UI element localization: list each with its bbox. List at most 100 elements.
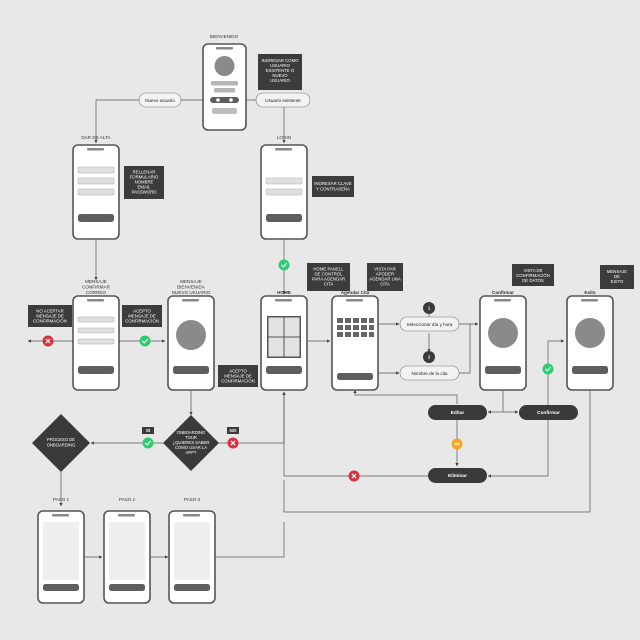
screen-label-paso-1: PASO 1 <box>53 497 70 502</box>
flag-no: NO <box>227 427 239 434</box>
note-ingresar-clave: INGRESAR CLAVE Y CONTRASEÑA <box>312 176 354 197</box>
note-text: NOMBRE <box>135 180 154 185</box>
signup-submit-button[interactable] <box>78 214 114 222</box>
note-text: CITA <box>380 282 390 287</box>
note-text: VISTA PAR <box>374 267 396 272</box>
screen-mensaje-bienvenida: MENSAJE BIENVENIDA NUEVO USUARIO <box>167 279 215 391</box>
note-text: EXITO <box>611 279 624 284</box>
note-text: CITA <box>324 282 334 287</box>
note-rellenar: RELLENAR FORMULARIO NOMBRE EMAIL PASSWOR… <box>124 166 164 199</box>
screen-bienvenido: BIENVENIDO <box>202 34 247 131</box>
confirmar-button[interactable]: Confirmar <box>519 405 578 420</box>
welcome-toggle[interactable] <box>210 97 239 103</box>
note-no-aceptar: NO ACEPTAR MENSAJE DE CONFIRMACIÓN <box>28 305 72 327</box>
step-marker-1: 1 <box>423 302 435 314</box>
screen-label-confirmar: Confirmar <box>492 290 514 295</box>
note-text: CONFIRMACIÓN <box>125 319 159 324</box>
image-placeholder <box>488 318 518 348</box>
note-text: AGENDAR UNA <box>369 277 401 282</box>
pill-label: Nuevo usuario <box>145 98 175 103</box>
reject-icon <box>348 470 360 482</box>
screen-label-line: NUEVO USUARIO <box>172 290 211 295</box>
screen-label-paso-2: PASO 2 <box>119 497 136 502</box>
note-text: DE <box>614 274 620 279</box>
screen-label-login: LOGIN <box>277 135 291 140</box>
note-vista-confirmacion: VISTA DE CONFIRMACIÓN DE DATOS <box>512 264 554 286</box>
note-text: HOME PANELL <box>313 267 344 272</box>
note-text: MENSAJE DE <box>128 314 156 319</box>
check-icon <box>142 437 154 449</box>
check-icon <box>278 259 290 271</box>
home-action-button[interactable] <box>266 366 302 374</box>
decision-text: ¿QUIERES SABER <box>173 440 210 445</box>
decision-text: PROCESO DE <box>47 437 75 442</box>
flag-text: NO <box>230 428 237 433</box>
note-mensaje-exito: MENSAJE DE EXITO <box>600 265 634 289</box>
flag-text: SI <box>146 428 150 433</box>
note-text: DE CONTROL <box>314 272 343 277</box>
reject-icon <box>42 335 54 347</box>
note-ingresar-usuario: INGRESAR COMO USUARIO EXISTENTE O NUEVO … <box>258 54 302 90</box>
note-text: RELLENAR <box>133 170 156 175</box>
note-text: DE DATOS <box>522 278 544 283</box>
image-placeholder <box>176 320 206 350</box>
pill-nombre-cita[interactable]: Nombre de la cita <box>399 365 460 381</box>
decision-text: APP? <box>186 450 197 455</box>
finish-button[interactable] <box>174 584 210 591</box>
screen-paso-2: PASO 2 <box>103 497 151 604</box>
eliminar-button[interactable]: Eliminar <box>428 468 487 483</box>
pill-usuario-existente[interactable]: Usuario existente <box>255 92 311 108</box>
check-icon <box>139 335 151 347</box>
note-text: EXISTENTE O <box>266 68 295 73</box>
screen-label-agendar: Agendar Cita <box>341 290 370 295</box>
decision-onboarding-tour: ONBOARDING TOUR ¿QUIERES SABER CÓMO USAR… <box>163 415 219 471</box>
note-text: CONFIRMACIÓN <box>33 319 67 324</box>
check-icon <box>542 363 554 375</box>
note-text: VISTA DE <box>523 268 542 273</box>
next-button[interactable] <box>43 584 79 591</box>
screen-label-line: MENSAJE <box>180 279 202 284</box>
flag-si: SI <box>142 427 154 434</box>
screen-label-line: BIENVENIDA <box>177 285 206 290</box>
note-text: PARA AGENDAR <box>312 277 345 282</box>
screen-label-home: HOME <box>277 290 291 295</box>
decision-text: ONBOARDING <box>47 443 76 448</box>
screen-label-exito: Exito <box>584 290 595 295</box>
eliminar-label: Eliminar <box>448 473 467 479</box>
warning-icon <box>451 438 463 450</box>
schedule-button[interactable] <box>337 373 373 380</box>
confirm-data-button[interactable] <box>485 366 521 374</box>
image-placeholder <box>575 318 605 348</box>
pill-label: Seleccionar día y hora <box>407 322 453 327</box>
note-text: NUEVO <box>272 73 288 78</box>
note-text: ACEPTO <box>229 369 247 374</box>
editar-button[interactable]: Editar <box>428 405 487 420</box>
pill-seleccionar-dia[interactable]: Seleccionar día y hora <box>399 316 460 332</box>
note-text: INGRESAR COMO <box>261 58 299 63</box>
screen-paso-3: PASO 3 <box>168 497 216 604</box>
screen-agendar-cita: Agendar Cita <box>331 290 379 391</box>
screen-exito: Exito <box>566 290 614 391</box>
decision-text: CÓMO USAR LA <box>175 445 207 450</box>
screen-paso-1: PASO 1 <box>37 497 85 604</box>
success-button[interactable] <box>572 366 608 374</box>
login-submit-button[interactable] <box>266 214 302 222</box>
screen-home: HOME <box>260 290 308 391</box>
confirm-email-button[interactable] <box>78 366 114 374</box>
note-text: INGRESAR CLAVE <box>314 181 352 186</box>
note-home-panel: HOME PANELL DE CONTROL PARA AGENDAR CITA <box>307 263 350 291</box>
step-number: 2 <box>428 355 431 360</box>
next-button[interactable] <box>109 584 145 591</box>
note-text: MENSAJE <box>607 269 627 274</box>
note-acepto-1: ACEPTO MENSAJE DE CONFIRMACIÓN <box>122 305 162 327</box>
screen-label-line: CONFIRMAR <box>82 285 110 290</box>
screen-mensaje-confirmar: MENSAJE CONFIRMAR CORREO <box>72 279 120 391</box>
pill-nuevo-usuario[interactable]: Nuevo usuario <box>138 92 182 108</box>
screen-label-line: MENSAJE <box>85 279 107 284</box>
screen-label-line: CORREO <box>86 290 107 295</box>
note-text: USUARIO <box>270 78 290 83</box>
welcome-continue-button[interactable] <box>173 366 209 374</box>
calendar-grid[interactable] <box>337 318 374 337</box>
note-text: MENSAJE DE <box>224 374 252 379</box>
